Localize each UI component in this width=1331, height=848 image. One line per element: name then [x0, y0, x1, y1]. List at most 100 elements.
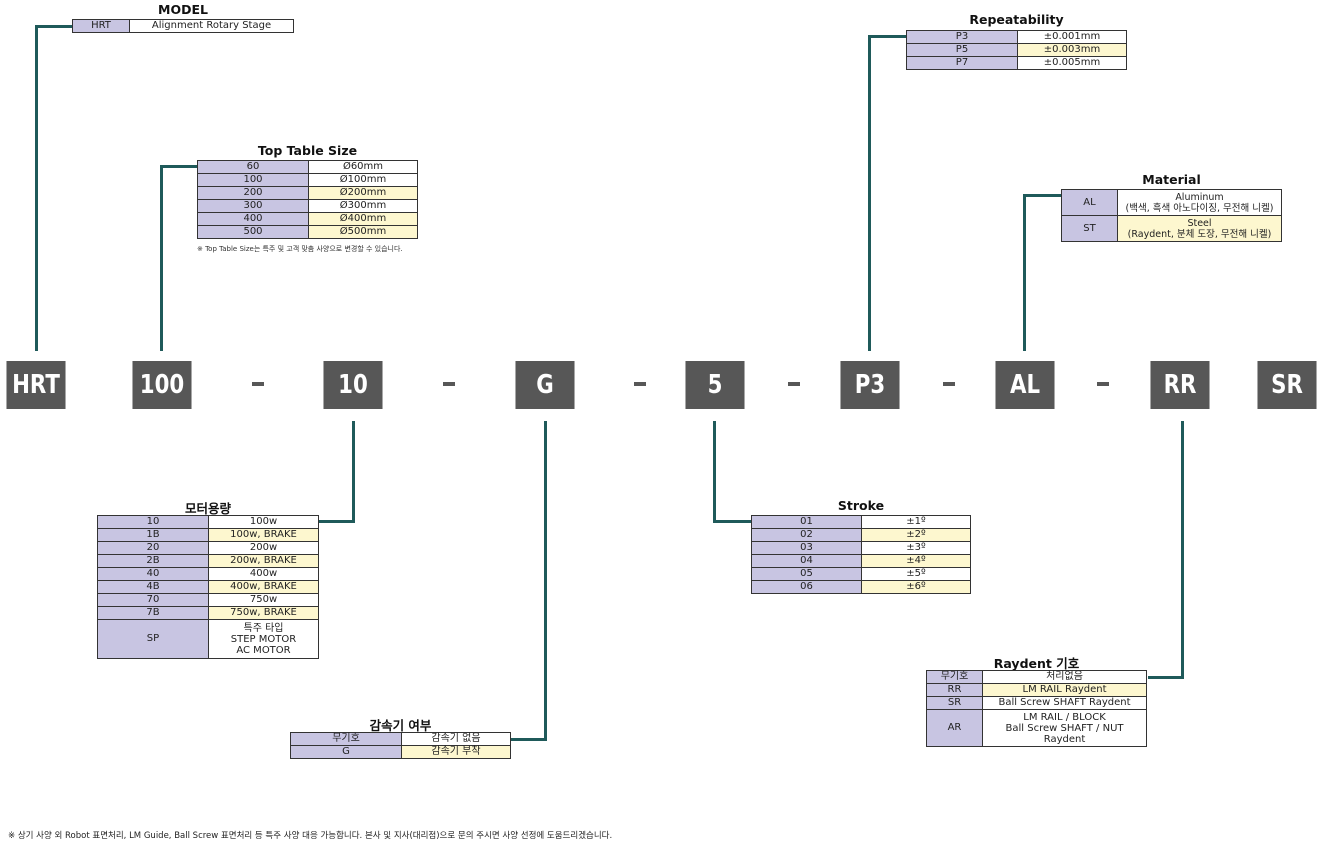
raydent-value: 처리없음 [982, 670, 1147, 684]
table-row: 03±3º [751, 541, 971, 555]
raydent-ar-line: LM RAIL / BLOCK [1023, 711, 1106, 723]
repeat-value: ±0.005mm [1017, 56, 1127, 70]
material-line: (백색, 흑색 아노다이징, 무전해 니켈) [1125, 202, 1274, 214]
material-table: AL Aluminum (백색, 흑색 아노다이징, 무전해 니켈) ST St… [1061, 189, 1282, 242]
code-p3: P3 [840, 361, 900, 409]
motor-title: 모터용량 [184, 501, 231, 516]
connector-model-h [35, 25, 72, 28]
connector-repeat-v [868, 36, 871, 351]
material-line: (Raydent, 분체 도장, 무전해 니켈) [1127, 228, 1272, 240]
motor-value: 400w [208, 567, 319, 581]
material-value: Steel (Raydent, 분체 도장, 무전해 니켈) [1117, 215, 1282, 242]
connector-stroke-v [713, 421, 716, 522]
top-value: Ø400mm [308, 212, 418, 226]
dash-2 [443, 382, 455, 386]
repeat-key: P3 [906, 30, 1018, 44]
reducer-value: 감속기 부착 [401, 745, 511, 759]
stroke-key: 03 [751, 541, 862, 555]
motor-value: 100w, BRAKE [208, 528, 319, 542]
dash-4 [788, 382, 800, 386]
table-row: SP 특주 타입 STEP MOTOR AC MOTOR [97, 619, 319, 659]
code-g: G [515, 361, 575, 409]
material-line: Aluminum [1175, 191, 1224, 203]
material-line: Steel [1187, 217, 1212, 229]
raydent-key: 무기호 [926, 670, 983, 684]
motor-key: 2B [97, 554, 209, 568]
top-key: 400 [197, 212, 309, 226]
table-row: 05±5º [751, 567, 971, 581]
stroke-table: 01±1º 02±2º 03±3º 04±4º 05±5º 06±6º [751, 515, 971, 594]
reducer-key: G [290, 745, 402, 759]
repeat-table: P3±0.001mm P5±0.003mm P7±0.005mm [906, 30, 1127, 70]
raydent-ar-line: Ball Screw SHAFT / NUT [1005, 722, 1124, 734]
motor-value: 750w, BRAKE [208, 606, 319, 620]
top-value: Ø200mm [308, 186, 418, 200]
code-100: 100 [132, 361, 192, 409]
table-row: P3±0.001mm [906, 30, 1127, 44]
motor-key: 20 [97, 541, 209, 555]
table-row: 01±1º [751, 515, 971, 529]
code-hrt: HRT [6, 361, 66, 409]
top-key: 100 [197, 173, 309, 187]
repeat-key: P5 [906, 43, 1018, 57]
motor-value: 750w [208, 593, 319, 607]
stroke-title: Stroke [837, 498, 885, 513]
stroke-value: ±5º [861, 567, 971, 581]
top-table-title: Top Table Size [257, 143, 358, 158]
table-row: AR LM RAIL / BLOCK Ball Screw SHAFT / NU… [926, 709, 1147, 747]
material-title: Material [1142, 172, 1201, 187]
stroke-key: 06 [751, 580, 862, 594]
repeat-value: ±0.001mm [1017, 30, 1127, 44]
stroke-key: 05 [751, 567, 862, 581]
motor-key: 70 [97, 593, 209, 607]
table-row: HRT Alignment Rotary Stage [72, 19, 294, 33]
raydent-value: LM RAIL Raydent [982, 683, 1147, 697]
repeat-value: ±0.003mm [1017, 43, 1127, 57]
dash-5 [943, 382, 955, 386]
connector-repeat-h [868, 35, 906, 38]
code-al: AL [995, 361, 1055, 409]
stroke-key: 04 [751, 554, 862, 568]
connector-material-h [1023, 194, 1061, 197]
stroke-key: 02 [751, 528, 862, 542]
connector-model-v [35, 26, 38, 351]
motor-value: 100w [208, 515, 319, 529]
connector-raydent-v [1181, 421, 1184, 678]
stroke-value: ±6º [861, 580, 971, 594]
table-row: 02±2º [751, 528, 971, 542]
top-value: Ø100mm [308, 173, 418, 187]
connector-top-v [160, 166, 163, 351]
raydent-title: Raydent 기호 [993, 656, 1080, 671]
footnote: ※ 상기 사양 외 Robot 표면처리, LM Guide, Ball Scr… [8, 831, 613, 841]
motor-sp-line: STEP MOTOR [230, 633, 297, 645]
motor-key: 40 [97, 567, 209, 581]
motor-key: SP [97, 619, 209, 659]
table-row: 06±6º [751, 580, 971, 594]
top-key: 500 [197, 225, 309, 239]
top-value: Ø300mm [308, 199, 418, 213]
connector-top-h [160, 165, 197, 168]
code-rr: RR [1150, 361, 1210, 409]
repeat-title: Repeatability [969, 12, 1064, 27]
dash-1 [252, 382, 264, 386]
table-row: AL Aluminum (백색, 흑색 아노다이징, 무전해 니켈) [1061, 189, 1282, 216]
stroke-key: 01 [751, 515, 862, 529]
